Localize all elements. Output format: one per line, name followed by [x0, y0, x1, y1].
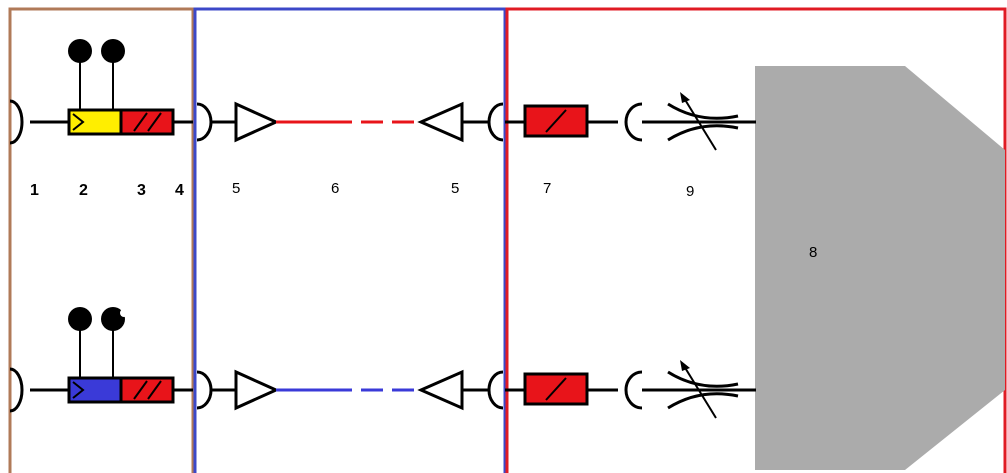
red-block-slash-bottom-right — [545, 377, 567, 401]
connector-right-top — [624, 102, 643, 142]
bottom-row — [9, 307, 756, 419]
panel-left — [8, 7, 195, 473]
red-block-slash-bottom-left-2 — [147, 380, 162, 400]
knob-icon-bottom-2 — [101, 307, 125, 331]
top-row — [9, 39, 756, 151]
large-block-shape — [755, 66, 1005, 470]
red-block-slash-top-left-1 — [133, 112, 148, 132]
connector-right-bottom — [624, 370, 643, 410]
label-5-left: 5 — [232, 180, 240, 197]
red-block-slash-top-left-2 — [147, 112, 162, 132]
label-6: 6 — [331, 180, 339, 197]
label-3: 3 — [137, 182, 146, 199]
crossed-lines-arrow-icon-bottom — [667, 360, 739, 419]
knob-icon-top-2 — [101, 39, 125, 63]
label-1: 1 — [30, 182, 39, 199]
blue-block — [67, 376, 123, 404]
block-arrow-icon-top — [72, 113, 85, 131]
connector-boundary-top-2 — [487, 102, 504, 142]
triangle-left-icon-top — [417, 101, 464, 143]
connector-boundary-top-1 — [196, 102, 213, 142]
yellow-block — [67, 108, 123, 136]
knob-icon-top-1 — [68, 39, 92, 63]
connector-boundary-bottom-1 — [196, 370, 213, 410]
knob-icon-bottom-1 — [68, 307, 92, 331]
block-arrow-icon-bottom — [72, 381, 85, 399]
label-8: 8 — [809, 244, 817, 261]
connector-left-edge-top — [9, 99, 24, 145]
label-5-right: 5 — [451, 180, 459, 197]
label-9: 9 — [686, 183, 694, 200]
connector-left-edge-bottom — [9, 367, 24, 413]
triangle-right-icon-bottom — [234, 369, 280, 411]
triangle-right-icon-top — [234, 101, 280, 143]
panel-middle — [193, 7, 507, 473]
connector-boundary-bottom-2 — [487, 370, 504, 410]
knob-notch-bottom-2 — [120, 309, 128, 317]
label-7: 7 — [543, 180, 551, 197]
label-4: 4 — [175, 182, 184, 199]
red-block-slash-top-right — [545, 109, 567, 133]
red-block-slash-bottom-left-1 — [133, 380, 148, 400]
triangle-left-icon-bottom — [417, 369, 464, 411]
crossed-lines-arrow-icon-top — [667, 92, 739, 151]
label-2: 2 — [79, 182, 88, 199]
